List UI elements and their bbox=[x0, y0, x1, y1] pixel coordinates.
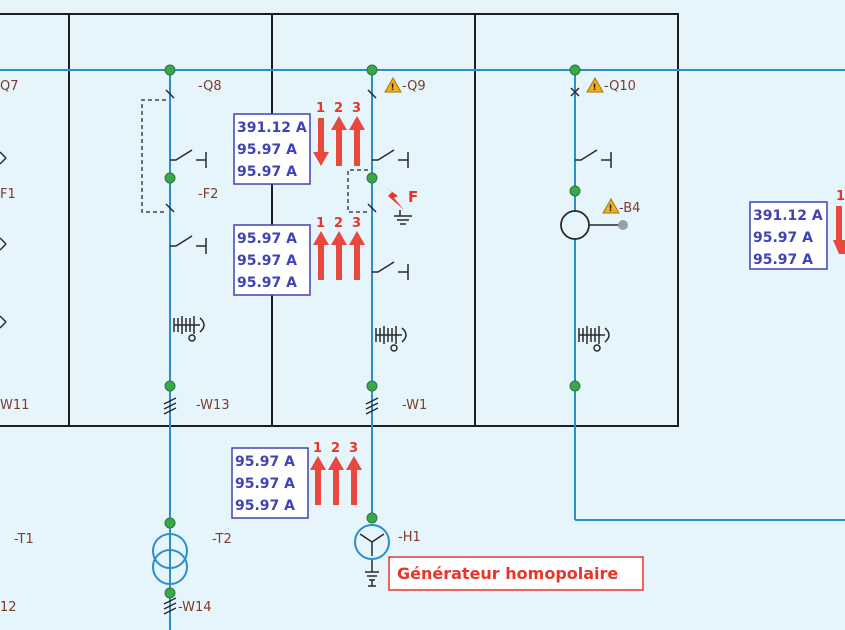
phase-number: 1 bbox=[316, 216, 325, 231]
current-value: 95.97 A bbox=[237, 164, 297, 180]
svg-text:!: ! bbox=[609, 204, 613, 214]
phase-number: 1 bbox=[313, 441, 322, 456]
current-box-q9-top: 391.12 A 95.97 A 95.97 A 1 2 3 bbox=[233, 101, 365, 185]
phase-number: 1 bbox=[316, 101, 325, 116]
arrow-down-icon bbox=[833, 206, 845, 254]
phase-number: 3 bbox=[352, 216, 361, 231]
arrow-up-icon bbox=[313, 231, 329, 280]
warning-icon: ! bbox=[384, 76, 402, 93]
current-value: 95.97 A bbox=[237, 231, 297, 247]
current-box-q9-mid: 95.97 A 95.97 A 95.97 A 1 2 3 bbox=[233, 216, 365, 296]
label-w14: -W14 bbox=[178, 600, 212, 615]
arrow-up-icon bbox=[310, 456, 326, 505]
label-q9: -Q9 bbox=[402, 79, 426, 94]
current-value: 95.97 A bbox=[753, 230, 813, 246]
arrow-down-icon bbox=[313, 118, 329, 166]
current-value: 95.97 A bbox=[235, 476, 295, 492]
arrow-up-icon bbox=[331, 116, 347, 166]
label-w13: -W13 bbox=[196, 398, 230, 413]
current-value: 391.12 A bbox=[753, 208, 823, 224]
current-box-h1-feed: 95.97 A 95.97 A 95.97 A 1 2 3 bbox=[231, 441, 362, 519]
fault-lightning-icon bbox=[378, 182, 412, 225]
phase-number: 2 bbox=[334, 101, 343, 116]
label-w1: -W1 bbox=[402, 398, 427, 413]
feeder-q10: ! -Q10 ! -B4 bbox=[560, 64, 845, 521]
label-w11: W11 bbox=[0, 398, 29, 413]
arrow-up-icon bbox=[349, 231, 365, 280]
transformer-icon bbox=[152, 533, 188, 585]
zero-sequence-generator-note: Générateur homopolaire bbox=[388, 556, 644, 591]
label-b4: -B4 bbox=[619, 201, 640, 216]
feeder-q9: ! -Q9 F -W1 -H1 bbox=[347, 64, 427, 587]
label-f1: F1 bbox=[0, 187, 16, 202]
current-value: 95.97 A bbox=[235, 454, 295, 470]
label-t2: -T2 bbox=[212, 532, 232, 547]
warning-icon: ! bbox=[602, 197, 620, 214]
label-f2: -F2 bbox=[198, 187, 218, 202]
switchgear-cubicles bbox=[0, 13, 679, 427]
phase-number: 3 bbox=[352, 101, 361, 116]
current-value: 95.97 A bbox=[753, 252, 813, 268]
feeder-q8: -Q8 -F2 -W13 -T2 -W14 bbox=[141, 64, 232, 630]
feeder-q7: Q7 F1 W11 -T1 12 bbox=[0, 79, 34, 615]
svg-text:!: ! bbox=[593, 83, 597, 93]
current-value: 95.97 A bbox=[237, 142, 297, 158]
fault-label: F bbox=[408, 188, 418, 206]
arrow-up-icon bbox=[349, 116, 365, 166]
label-q10: -Q10 bbox=[604, 79, 636, 94]
current-value: 95.97 A bbox=[235, 498, 295, 514]
arrow-up-icon bbox=[331, 231, 347, 280]
arrow-up-icon bbox=[346, 456, 362, 505]
ground-icon bbox=[365, 560, 379, 587]
phase-number: 2 bbox=[334, 216, 343, 231]
phase-number: 1 bbox=[836, 189, 845, 204]
generator-icon bbox=[354, 524, 390, 560]
phase-number: 2 bbox=[331, 441, 340, 456]
phase-number: 3 bbox=[349, 441, 358, 456]
current-value: 95.97 A bbox=[237, 275, 297, 291]
arrow-up-icon bbox=[328, 456, 344, 505]
svg-text:!: ! bbox=[391, 83, 395, 93]
current-value: 95.97 A bbox=[237, 253, 297, 269]
label-t1: -T1 bbox=[14, 532, 34, 547]
label-q8: -Q8 bbox=[198, 79, 222, 94]
warning-icon: ! bbox=[586, 76, 604, 93]
label-h1: -H1 bbox=[398, 530, 421, 545]
current-value: 391.12 A bbox=[237, 120, 307, 136]
current-box-right-edge: 391.12 A 95.97 A 95.97 A 1 bbox=[749, 189, 845, 270]
label-q7: Q7 bbox=[0, 79, 19, 94]
note-text: Générateur homopolaire bbox=[397, 564, 618, 583]
label-w12: 12 bbox=[0, 600, 17, 615]
